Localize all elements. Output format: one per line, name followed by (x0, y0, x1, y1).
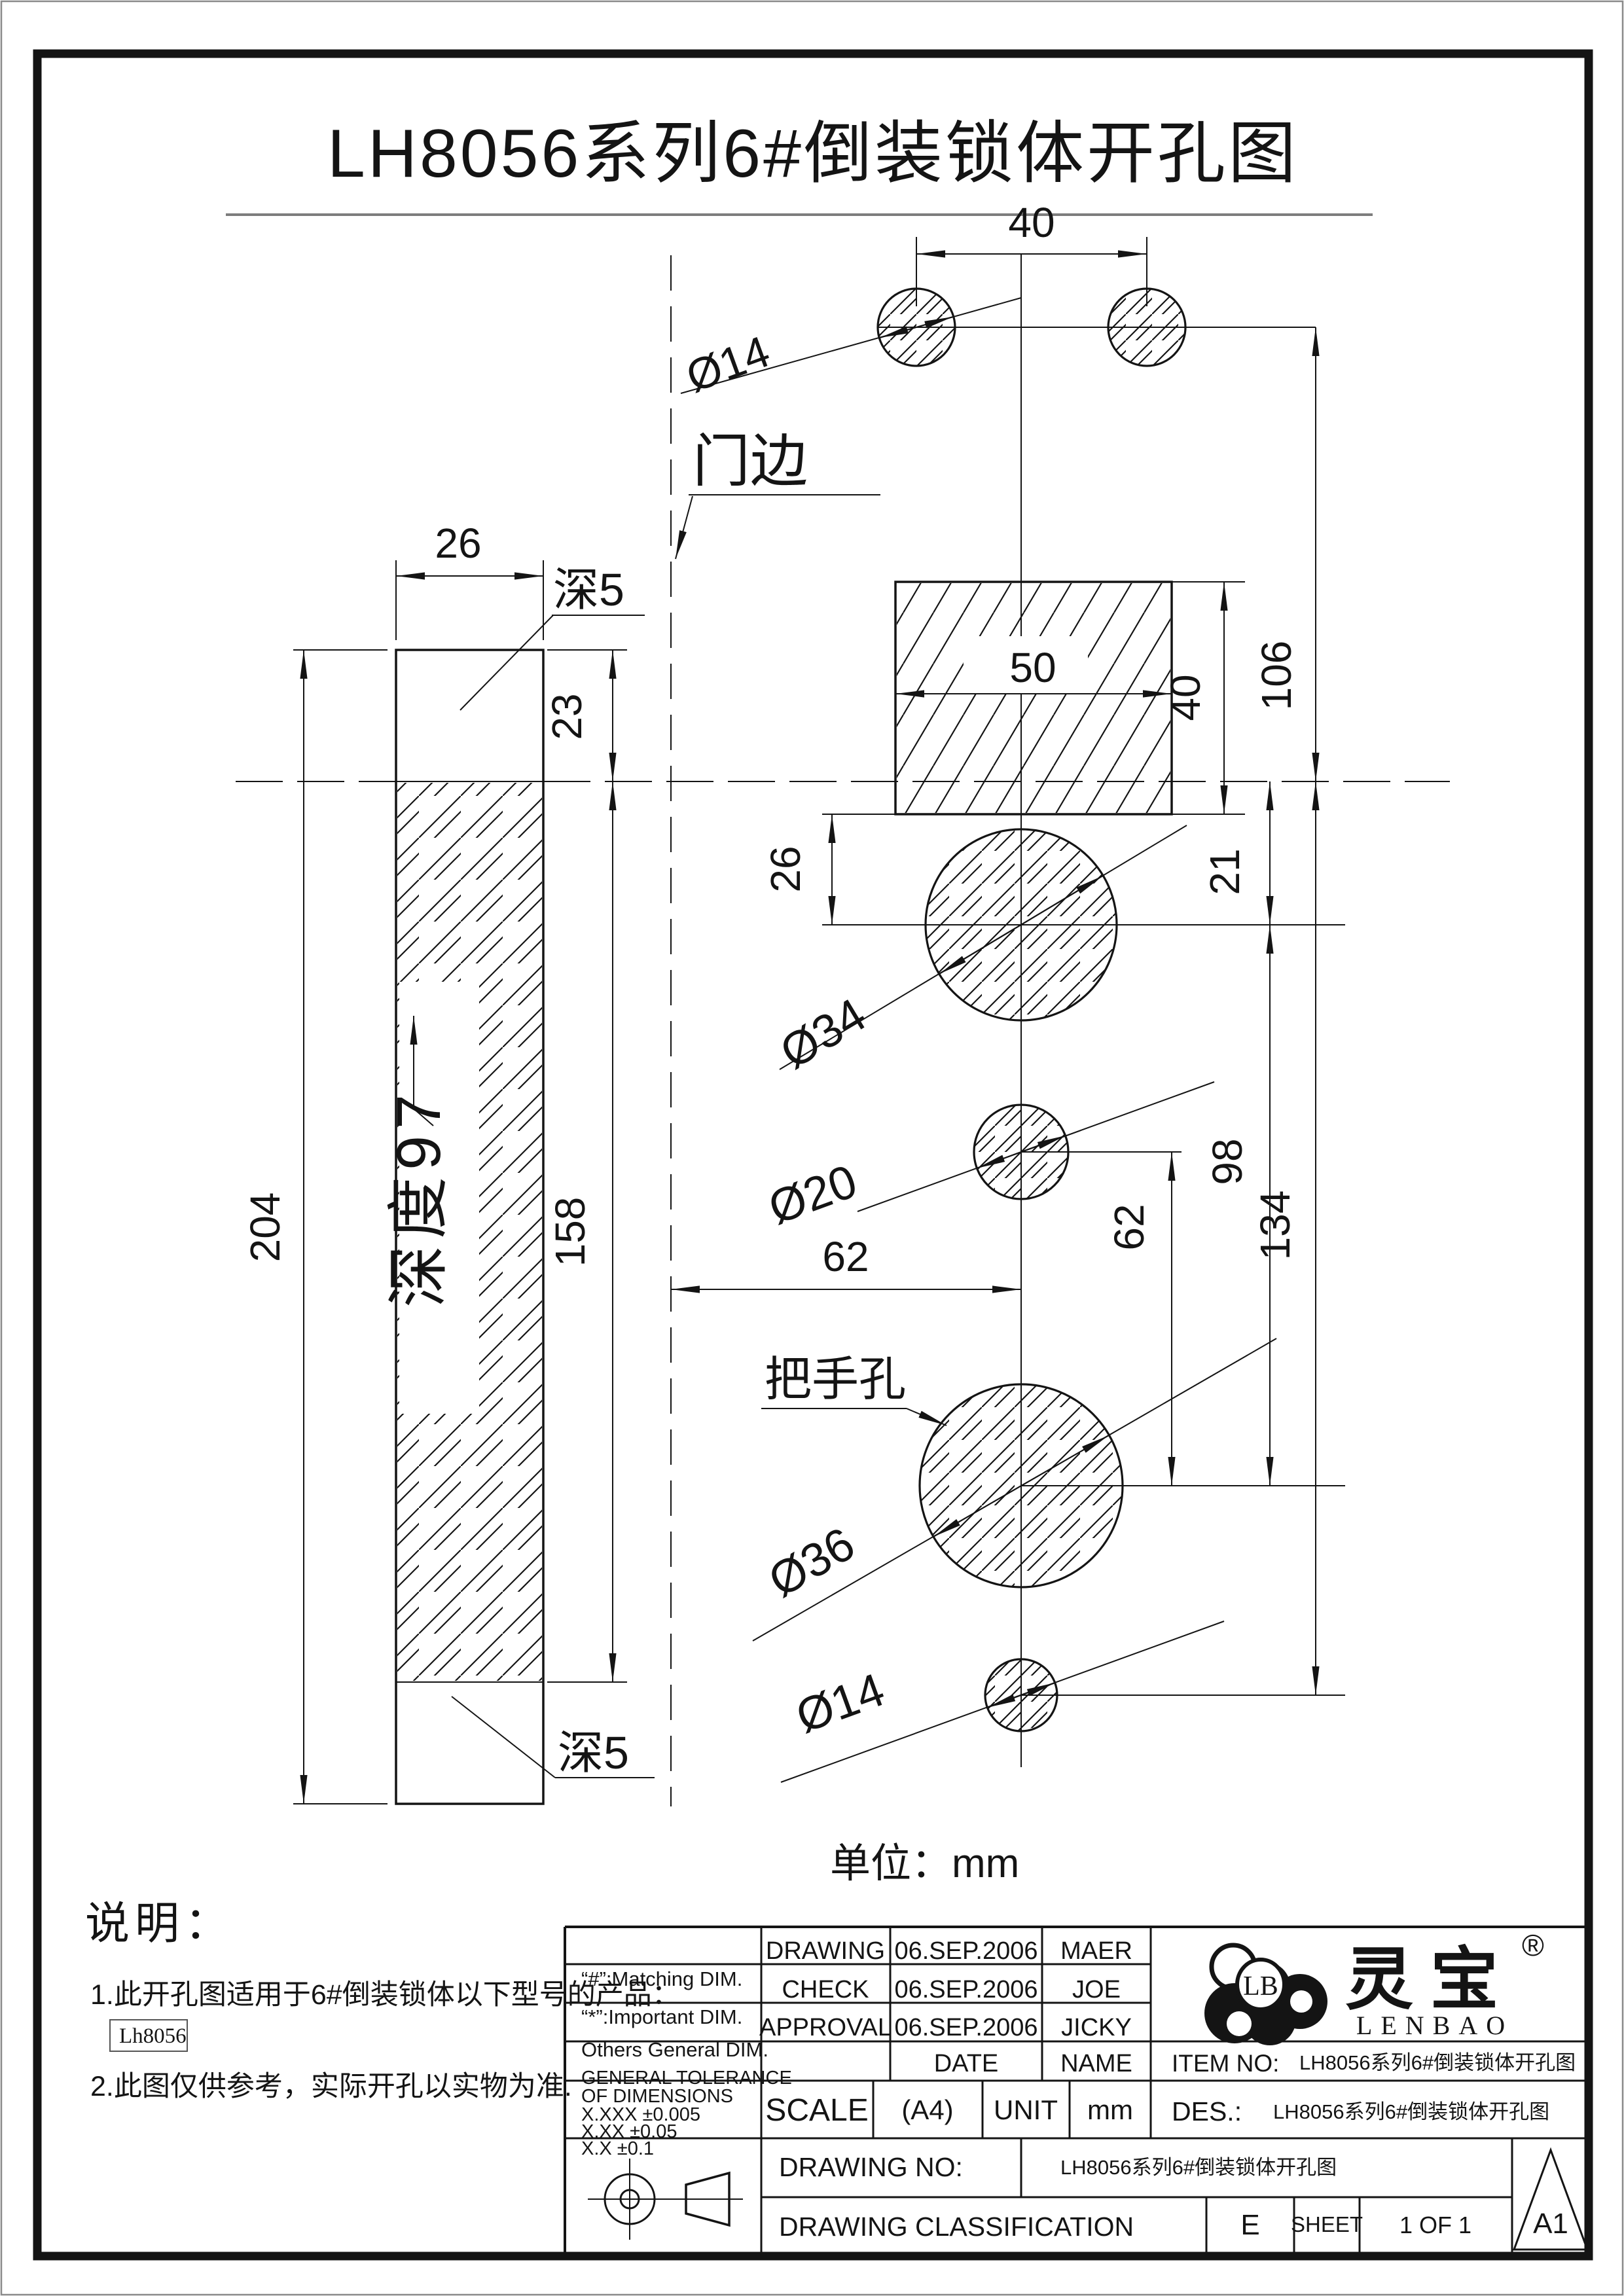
tb-row3-date: 06.SEP.2006 (894, 2014, 1038, 2041)
dim-recess-h: 23 (543, 693, 590, 740)
note-1: 1.此开孔图适用于6#倒装锁体以下型号的产品： (90, 1979, 680, 2011)
projection-symbol (588, 2159, 743, 2240)
tb-sheet-label: SHEET (1291, 2212, 1363, 2236)
tb-drawingno: LH8056系列6#倒装锁体开孔图 (1060, 2156, 1337, 2179)
tb-unit-value: mm (1087, 2094, 1133, 2125)
dim-h98: 98 (1204, 1138, 1251, 1185)
tb-tol-6: X.XXX ±0.005 (581, 2104, 700, 2125)
hole-36: Ø36 把手孔 (752, 1338, 1277, 1641)
lenbao-logo: LB 灵宝 ® LENBAO (1204, 1928, 1544, 2045)
notes-section: 说明： 1.此开孔图适用于6#倒装锁体以下型号的产品： Lh8056 2.此图仅… (85, 1899, 680, 2102)
extension-lines (293, 560, 1345, 1804)
handle-hole-label: 把手孔 (765, 1354, 906, 1406)
dim-box-width: 50 (1009, 644, 1056, 691)
tb-drawingno-label: DRAWING NO: (779, 2152, 963, 2182)
dim-h134: 134 (1252, 1191, 1299, 1261)
door-edge-label: 门边 (675, 429, 880, 560)
tb-row3-name: JICKY (1061, 2014, 1132, 2041)
top-holes: 40 Ø14 (680, 199, 1187, 402)
dimensions: 26 23 158 204 40 106 26 21 98 134 62 62 (242, 327, 1320, 1804)
dim-h106: 106 (1253, 641, 1300, 711)
door-edge-text: 门边 (693, 429, 808, 493)
tb-tol-1: “#”:Matching DIM. (581, 1967, 742, 1990)
tb-itemno-label: ITEM NO: (1172, 2050, 1279, 2077)
logo-initials: LB (1243, 1971, 1278, 2001)
tb-date-header: DATE (934, 2050, 999, 2077)
tb-size: A1 (1533, 2208, 1568, 2240)
tb-scale-label: SCALE (765, 2093, 868, 2128)
tb-itemno: LH8056系列6#倒装锁体开孔图 (1299, 2051, 1576, 2074)
tb-des-label: DES.: (1172, 2096, 1242, 2126)
strip-depth-leader (410, 1016, 434, 1126)
dim-v62: 62 (1106, 1204, 1153, 1250)
title-block: DRAWING 06.SEP.2006 MAER CHECK 06.SEP.20… (564, 1926, 1589, 2256)
dim-top-spacing: 40 (1008, 199, 1055, 246)
depth5-top: 深5 (553, 564, 624, 615)
dim-dia14b: Ø14 (789, 1664, 891, 1744)
unit-note: 单位：mm (830, 1841, 1019, 1886)
page-title: LH8056系列6#倒装锁体开孔图 (327, 116, 1299, 192)
dim-box-h: 40 (1162, 674, 1209, 721)
tb-row2-date: 06.SEP.2006 (894, 1976, 1038, 2003)
tb-tol-5: OF DIMENSIONS (581, 2086, 733, 2107)
tb-des: LH8056系列6#倒装锁体开孔图 (1273, 2100, 1549, 2123)
logo-reg: ® (1522, 1928, 1544, 1962)
dim-w62: 62 (822, 1233, 869, 1280)
tb-row2-label: CHECK (782, 1976, 869, 2003)
box-hatch (897, 583, 1170, 813)
depth5-bottom: 深5 (558, 1727, 629, 1778)
dim-off21: 21 (1201, 848, 1248, 895)
tb-tol-4: GENERAL TOLERANCE (581, 2068, 792, 2089)
tb-tol-2: “*”:Important DIM. (581, 2005, 742, 2028)
logo-trefoil-icon: LB (1204, 1958, 1327, 2045)
tb-sheet: 1 OF 1 (1399, 2212, 1471, 2238)
cutout-box: 50 (894, 581, 1173, 816)
tb-name-header: NAME (1060, 2050, 1132, 2077)
dim-dia20: Ø20 (762, 1155, 863, 1235)
sheet-size-symbol: A1 (1512, 2147, 1589, 2251)
tb-paper: (A4) (901, 2094, 953, 2125)
dim-dia36: Ø36 (760, 1518, 863, 1607)
dim-top-dia: Ø14 (680, 327, 776, 402)
dim-inner-h: 158 (547, 1197, 594, 1267)
note-2: 2.此图仅供参考，实际开孔以实物为准. (90, 2071, 572, 2102)
depth-notes: 深5 深5 (451, 564, 655, 1778)
tb-class-label: DRAWING CLASSIFICATION (779, 2212, 1134, 2242)
tb-row3-label: APPROVAL (759, 2014, 892, 2041)
tb-tol-3: Others General DIM. (581, 2038, 768, 2061)
notes-heading: 说明： (85, 1899, 234, 1948)
tb-row2-name: JOE (1072, 1976, 1121, 2003)
tb-row1-label: DRAWING (766, 1937, 885, 1965)
dim-total-h: 204 (242, 1193, 289, 1263)
tb-tol-7: X.XX ±0.05 (581, 2121, 677, 2142)
logo-en: LENBAO (1356, 2011, 1513, 2040)
tb-class: E (1240, 2209, 1259, 2241)
tb-row1-name: MAER (1060, 1937, 1132, 1965)
faceplate-strip: 深度97 (384, 649, 545, 1805)
hole-14-bottom: Ø14 (780, 1621, 1225, 1783)
tb-unit-label: UNIT (994, 2094, 1058, 2125)
dim-strip-width: 26 (435, 520, 481, 567)
logo-cn: 灵宝 (1345, 1942, 1515, 2018)
note-model: Lh8056 (119, 2024, 187, 2048)
strip-depth-label: 深度97 (384, 1088, 454, 1308)
hole-34: Ø34 (772, 825, 1187, 1079)
tb-tol-8: X.X ±0.1 (581, 2138, 654, 2159)
dim-gap26: 26 (762, 846, 809, 892)
tb-row1-date: 06.SEP.2006 (894, 1937, 1038, 1965)
